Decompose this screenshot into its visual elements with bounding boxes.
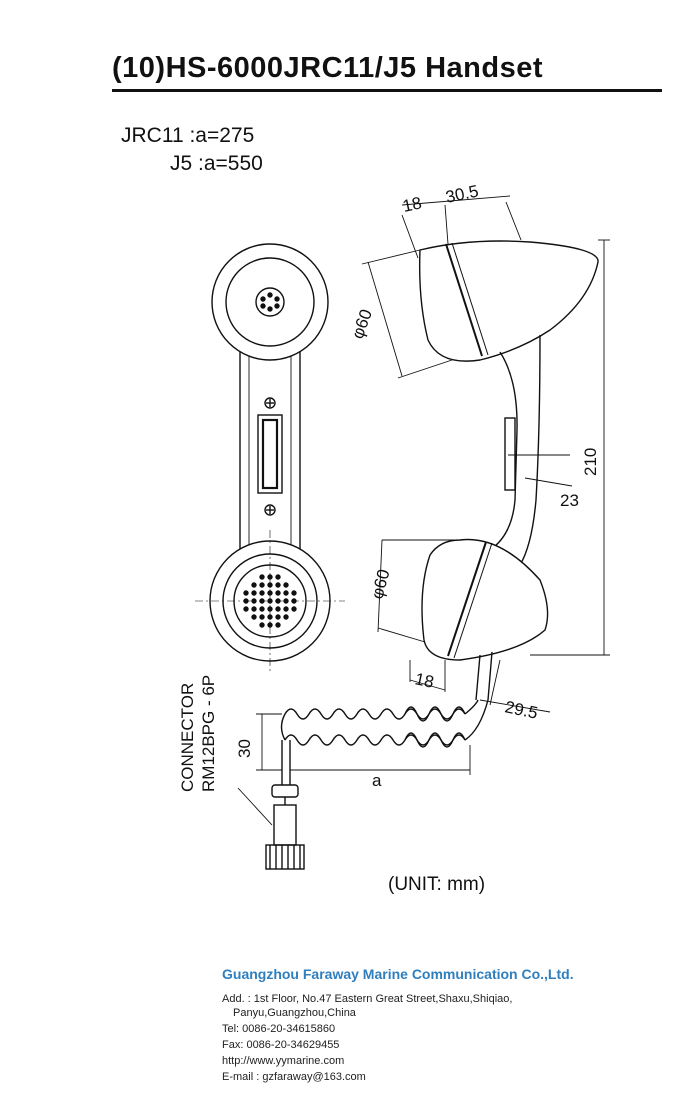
dim-top-earpiece-depth: 18 — [401, 193, 423, 216]
variant-jrc11: JRC11 :a=275 — [121, 124, 255, 147]
company-fax: Fax: 0086-20-34629455 — [222, 1039, 340, 1051]
dim-overall-length: 210 — [581, 448, 600, 476]
earpiece-front — [211, 243, 329, 361]
dim-handle-depth: 23 — [560, 491, 579, 510]
title-underline — [112, 89, 662, 92]
company-address-line2: Panyu,Guangzhou,China — [233, 1007, 356, 1019]
dim-top-offset: 30.5 — [444, 181, 480, 206]
connector-model: RM12BPG - 6P — [199, 675, 218, 792]
company-address-line1: Add. : 1st Floor, No.47 Eastern Great St… — [222, 993, 513, 1005]
page-title: (10)HS-6000JRC11/J5 Handset — [112, 52, 543, 84]
side-view — [418, 240, 599, 701]
company-website[interactable]: http://www.yymarine.com — [222, 1055, 345, 1067]
company-name: Guangzhou Faraway Marine Communication C… — [222, 966, 574, 982]
dim-mouthpiece-diameter: φ60 — [368, 567, 394, 601]
unit-label: (UNIT: mm) — [388, 874, 486, 895]
coiled-cord — [280, 699, 489, 785]
dimension-lines — [256, 195, 610, 775]
front-view — [195, 243, 345, 672]
connector-label: CONNECTOR — [178, 683, 197, 792]
variant-j5: J5 :a=550 — [170, 152, 263, 175]
company-tel: Tel: 0086-20-34615860 — [222, 1023, 336, 1035]
dim-earpiece-diameter: φ60 — [348, 307, 376, 342]
hook-switch-front — [257, 397, 283, 516]
dim-cord-length: a — [372, 771, 382, 790]
connector-plug — [237, 784, 305, 870]
company-email[interactable]: E-mail : gzfaraway@163.com — [222, 1071, 366, 1083]
dim-bottom-offset: 29.5 — [503, 697, 539, 722]
dim-bottom-depth: 18 — [413, 669, 435, 692]
dim-cord-height: 30 — [235, 739, 254, 758]
